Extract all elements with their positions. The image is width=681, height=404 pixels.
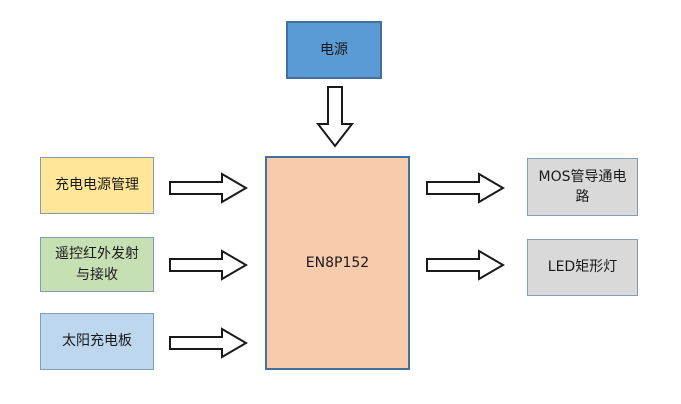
- arrow-right-charge-to-mcu-icon: [169, 172, 248, 204]
- node-ir-remote-transceiver: 遥控红外发射与接收: [40, 237, 154, 292]
- arrow-down-power-to-mcu-icon: [316, 86, 354, 148]
- node-ir-remote-transceiver-label: 遥控红外发射与接收: [55, 246, 139, 283]
- node-power-supply-label: 电源: [320, 41, 348, 58]
- node-mcu-en8p152-label: EN8P152: [305, 254, 370, 271]
- arrow-right-solar-to-mcu-icon: [169, 327, 248, 359]
- node-solar-charging-panel-label: 太阳充电板: [62, 333, 132, 350]
- node-led-rectangular-light: LED矩形灯: [527, 239, 638, 296]
- node-charging-power-management: 充电电源管理: [40, 157, 154, 214]
- node-charging-power-management-label: 充电电源管理: [55, 177, 139, 194]
- node-mos-conduction-circuit: MOS管导通电路: [527, 158, 638, 216]
- arrow-right-mcu-to-mos-icon: [426, 172, 505, 204]
- arrow-right-ir-to-mcu-icon: [169, 249, 248, 281]
- arrow-right-mcu-to-led-icon: [426, 249, 505, 281]
- node-mcu-en8p152: EN8P152: [265, 156, 410, 370]
- node-led-rectangular-light-label: LED矩形灯: [547, 259, 618, 276]
- node-power-supply: 电源: [286, 21, 382, 79]
- node-mos-conduction-circuit-label: MOS管导通电路: [538, 168, 627, 205]
- node-solar-charging-panel: 太阳充电板: [40, 313, 154, 370]
